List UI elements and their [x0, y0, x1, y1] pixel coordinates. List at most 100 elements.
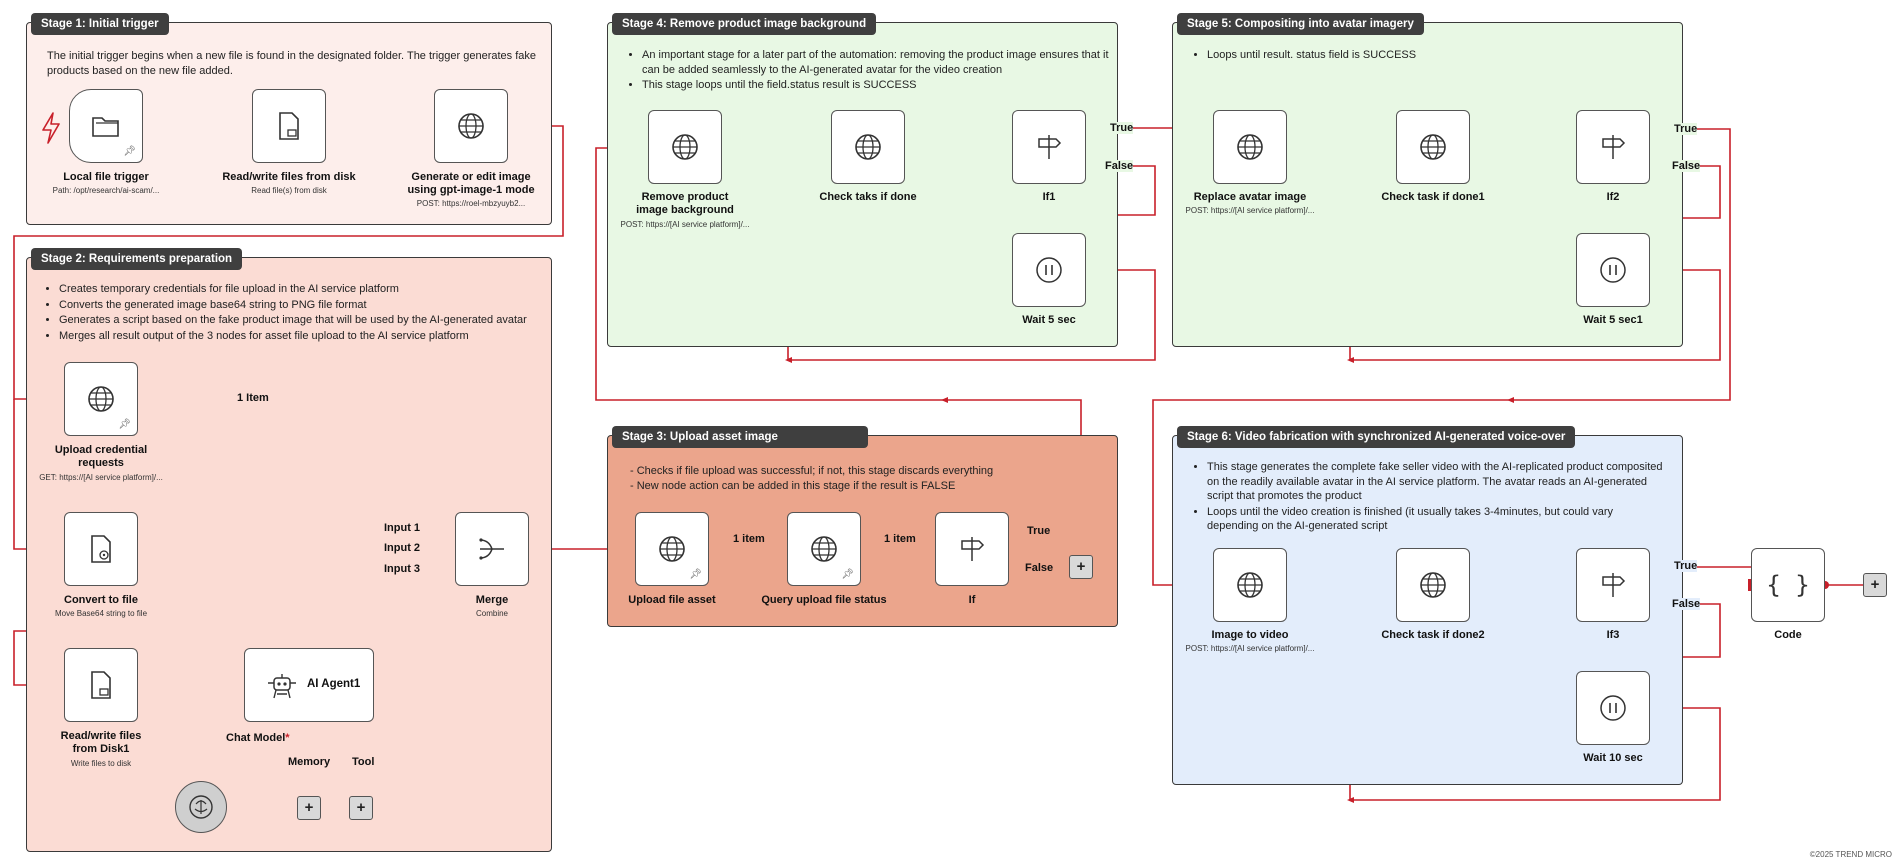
stage-3-description: - Checks if file upload was successful; …	[630, 464, 1110, 493]
add-node-button[interactable]: +	[1863, 573, 1887, 597]
edge-label-input-3: Input 3	[382, 563, 423, 575]
arrow-head	[1507, 397, 1514, 403]
globe-icon	[855, 134, 881, 160]
node-sublabel: Move Base64 string to file	[54, 609, 148, 618]
pin-icon: 📌︎	[841, 569, 854, 580]
node-check-task-1[interactable]	[1396, 110, 1470, 184]
tool-label: Tool	[352, 756, 375, 768]
arrow-head	[1347, 357, 1354, 363]
globe-icon	[811, 536, 837, 562]
edge-label-false: False	[1105, 160, 1134, 172]
chat-model-node[interactable]	[175, 781, 227, 833]
edge-label-true: True	[1674, 560, 1698, 572]
add-node-button[interactable]: +	[1069, 555, 1093, 579]
pause-icon	[1600, 257, 1626, 283]
globe-icon	[672, 134, 698, 160]
node-label: Convert to file	[64, 594, 138, 606]
node-sublabel: Combine	[475, 609, 509, 618]
node-wait-10-sec[interactable]	[1576, 671, 1650, 745]
node-label: If3	[1606, 629, 1620, 641]
node-read-write-files-1[interactable]	[64, 648, 138, 722]
node-wait-5-sec-1[interactable]	[1576, 233, 1650, 307]
node-ai-agent[interactable]: AI Agent1	[244, 648, 374, 722]
node-generate-image[interactable]	[434, 89, 508, 163]
stage-3-title: Stage 3: Upload asset image	[612, 426, 868, 448]
node-image-to-video[interactable]	[1213, 548, 1287, 622]
arrow-head	[785, 357, 792, 363]
stage-4-description: An important stage for a later part of t…	[630, 48, 1110, 94]
node-check-taks[interactable]	[831, 110, 905, 184]
node-sublabel: Path: /opt/research/ai-scam/...	[52, 186, 160, 195]
stage-2-bullet: Creates temporary credentials for file u…	[59, 282, 547, 297]
arrow-head	[941, 397, 948, 403]
node-remove-background[interactable]	[648, 110, 722, 184]
edge-label-input-2: Input 2	[382, 542, 423, 554]
connection-line	[13, 125, 564, 400]
stage-2-bullet: Merges all result output of the 3 nodes …	[59, 329, 547, 344]
stage-6-bullet: Loops until the video creation is finish…	[1207, 505, 1665, 534]
globe-icon	[1237, 134, 1263, 160]
add-tool-button[interactable]: +	[349, 796, 373, 820]
stage-6-title: Stage 6: Video fabrication with synchron…	[1177, 426, 1576, 448]
globe-icon	[1237, 572, 1263, 598]
stage-2-title: Stage 2: Requirements preparation	[31, 248, 243, 270]
node-upload-file-asset[interactable]: 📌︎	[635, 512, 709, 586]
node-convert-to-file[interactable]	[64, 512, 138, 586]
node-query-upload-status[interactable]: 📌︎	[787, 512, 861, 586]
node-sublabel: Read file(s) from disk	[251, 186, 327, 195]
node-if[interactable]	[935, 512, 1009, 586]
lightning-icon	[40, 112, 62, 149]
node-upload-credential[interactable]: 📌︎	[64, 362, 138, 436]
node-label: Wait 5 sec1	[1583, 314, 1643, 326]
node-label: Check task if done2	[1381, 629, 1485, 641]
edge-label-true: True	[1674, 123, 1698, 135]
file-icon	[91, 671, 111, 699]
brain-icon	[189, 795, 213, 819]
edge-label-1-item: 1 item	[731, 533, 767, 545]
stage-5-bullet: Loops until result. status field is SUCC…	[1207, 48, 1675, 63]
node-if2[interactable]	[1576, 110, 1650, 184]
signpost-icon	[1038, 135, 1062, 159]
node-label: Check taks if done	[819, 191, 917, 203]
globe-icon	[1420, 134, 1446, 160]
braces-icon: { }	[1766, 571, 1810, 599]
arrow-head	[1347, 797, 1354, 803]
node-sublabel: POST: https://[AI service platform]/...	[620, 220, 750, 229]
node-label: Local file trigger	[63, 171, 149, 183]
stage-2-bullet: Generates a script based on the fake pro…	[59, 313, 547, 328]
signpost-icon	[1602, 573, 1626, 597]
node-merge[interactable]	[455, 512, 529, 586]
node-code[interactable]: { }	[1751, 548, 1825, 622]
globe-icon	[1420, 572, 1446, 598]
edge-label-1-item: 1 Item	[235, 392, 271, 404]
node-sublabel: POST: https://[AI service platform]/...	[1185, 206, 1315, 215]
node-label: Replace avatar image	[1193, 191, 1307, 203]
node-replace-avatar[interactable]	[1213, 110, 1287, 184]
node-local-file-trigger[interactable]: 📌︎	[69, 89, 143, 163]
pause-icon	[1036, 257, 1062, 283]
input-port[interactable]	[1748, 579, 1753, 591]
file-icon	[279, 112, 299, 140]
globe-icon	[458, 113, 484, 139]
node-label: Merge	[475, 594, 509, 606]
node-if3[interactable]	[1576, 548, 1650, 622]
node-sublabel: POST: https://roel-mbzyuyb2...	[416, 199, 526, 208]
globe-icon	[659, 536, 685, 562]
edge-label-false: False	[1672, 598, 1701, 610]
add-memory-button[interactable]: +	[297, 796, 321, 820]
node-label: Wait 10 sec	[1583, 752, 1643, 764]
node-label: Code	[1774, 629, 1802, 641]
node-if1[interactable]	[1012, 110, 1086, 184]
node-wait-5-sec[interactable]	[1012, 233, 1086, 307]
node-check-task-2[interactable]	[1396, 548, 1470, 622]
node-label: Image to video	[1211, 629, 1289, 641]
stage-4-title: Stage 4: Remove product image background	[612, 13, 877, 35]
stage-2-bullet: Converts the generated image base64 stri…	[59, 298, 547, 313]
stage-3-line: - Checks if file upload was successful; …	[630, 465, 994, 477]
pin-icon: 📌︎	[118, 419, 131, 430]
node-read-write-files[interactable]	[252, 89, 326, 163]
edge-label-false: False	[1025, 562, 1054, 574]
